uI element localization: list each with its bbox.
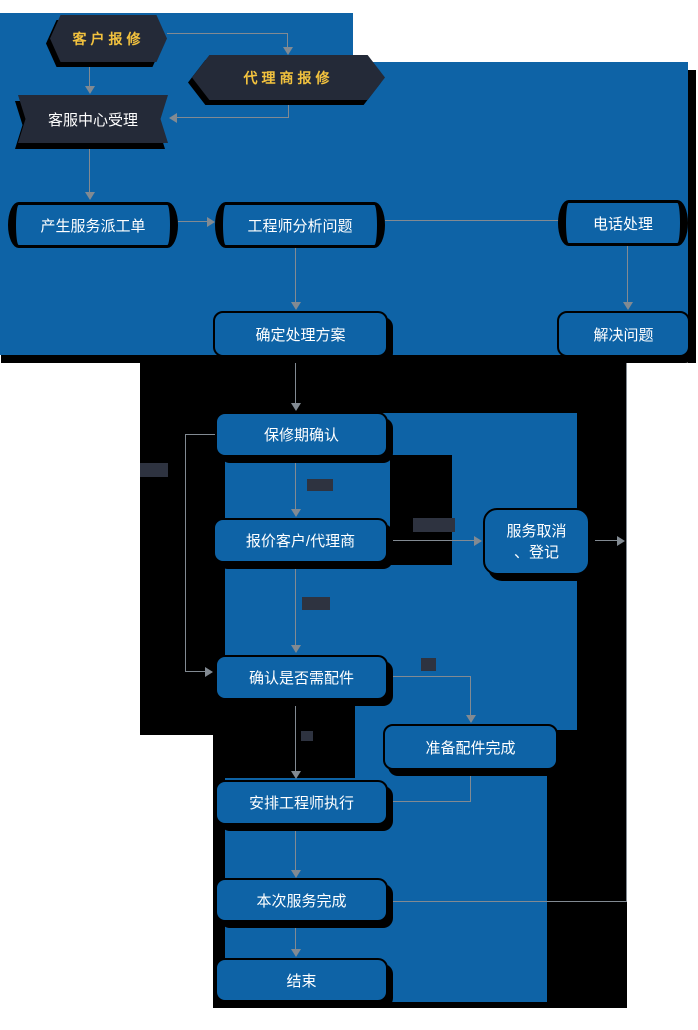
node-warranty-check-label: 保修期确认 — [263, 427, 339, 444]
branch-label-block-1 — [140, 463, 168, 477]
branch-label-block-4 — [302, 597, 330, 610]
node-engineer-analysis-label: 工程师分析问题 — [247, 217, 353, 235]
arrowhead-into-end — [291, 949, 301, 957]
node-warranty-check: 保修期确认 — [215, 412, 388, 457]
node-service-complete: 本次服务完成 — [215, 878, 388, 922]
connector-right-rail — [626, 357, 627, 902]
node-need-parts-check-label: 确认是否需配件 — [248, 670, 354, 687]
connector-complete-to-end — [295, 922, 296, 952]
connector-dispatch-to-analysis — [178, 221, 210, 222]
connector-loop-top — [185, 434, 215, 435]
node-service-complete-label: 本次服务完成 — [256, 892, 347, 910]
connector-complete-to-rail — [388, 901, 627, 902]
connector-loop-vertical — [185, 434, 186, 672]
connector-plan-to-warranty — [295, 357, 296, 406]
node-phone-handling-label: 电话处理 — [592, 215, 653, 233]
node-quote-customer-label: 报价客户/代理商 — [245, 533, 356, 550]
connector-parts-ready-to-assign — [390, 801, 470, 802]
background-bottom-edge — [9, 355, 140, 363]
arrowhead-into-plan — [291, 302, 301, 310]
node-customer-report-label: 客户报修 — [50, 15, 167, 62]
node-agent-report: 代理商报修 — [192, 55, 385, 100]
node-service-center: 客服中心受理 — [18, 95, 168, 143]
node-phone-handling: 电话处理 — [558, 200, 688, 246]
arrowhead-into-parts-ready — [466, 715, 476, 723]
connector-phone-to-solve — [627, 246, 628, 305]
node-engineer-analysis: 工程师分析问题 — [215, 202, 385, 248]
connector-assign-to-complete — [295, 825, 296, 873]
node-dispatch-order-label: 产生服务派工单 — [40, 217, 146, 235]
arrowhead-into-analysis — [207, 217, 215, 227]
connector-parts-check-to-assign — [295, 700, 296, 774]
background-right-shadow — [688, 70, 696, 363]
branch-label-block-6 — [301, 731, 313, 741]
arrowhead-into-complete — [291, 870, 301, 878]
connector-customer-to-agent-drop — [287, 33, 288, 49]
node-customer-report: 客户报修 — [50, 15, 167, 62]
connector-customer-to-center — [89, 62, 90, 90]
connector-center-to-dispatch — [89, 143, 90, 195]
node-solve-problem-label: 解决问题 — [593, 326, 654, 344]
node-need-parts-check: 确认是否需配件 — [215, 655, 388, 700]
connector-quote-to-parts-check — [295, 563, 296, 648]
connector-analysis-to-plan — [295, 248, 296, 305]
node-dispatch-order: 产生服务派工单 — [8, 202, 178, 248]
connector-loop-bottom — [185, 671, 207, 672]
connector-warranty-to-quote — [295, 457, 296, 513]
node-service-cancel: 服务取消 、登记 — [483, 508, 590, 575]
connector-cancel-out — [590, 540, 619, 541]
arrowhead-into-agent — [283, 47, 293, 55]
node-end: 结束 — [215, 958, 388, 1002]
node-service-center-label: 客服中心受理 — [18, 95, 168, 143]
node-solution-plan-label: 确定处理方案 — [255, 326, 346, 344]
node-solution-plan: 确定处理方案 — [213, 311, 388, 357]
branch-label-block-5 — [421, 658, 436, 671]
arrowhead-into-dispatch — [85, 192, 95, 200]
connector-analysis-to-phone — [385, 220, 558, 221]
node-agent-report-label: 代理商报修 — [192, 55, 385, 100]
connector-parts-ready-drop — [470, 770, 471, 802]
arrowhead-into-parts-check — [291, 645, 301, 653]
arrowhead-into-cancel — [474, 536, 482, 546]
connector-parts-check-drop — [470, 676, 471, 718]
background-column-low-right-a — [355, 610, 577, 730]
arrowhead-into-center — [85, 86, 95, 94]
arrowhead-into-warranty — [291, 403, 301, 411]
node-end-label: 结束 — [286, 972, 317, 990]
background-notch — [390, 455, 452, 565]
node-parts-ready-label: 准备配件完成 — [425, 739, 516, 757]
connector-customer-to-agent — [167, 33, 288, 34]
arrowhead-loop-into-parts-check — [205, 667, 213, 677]
connector-quote-to-cancel — [388, 540, 478, 541]
arrowhead-into-solve — [623, 302, 633, 310]
node-assign-engineer: 安排工程师执行 — [215, 780, 388, 825]
node-assign-engineer-label: 安排工程师执行 — [248, 795, 354, 812]
branch-label-block-2 — [307, 479, 333, 491]
node-service-cancel-label: 服务取消 、登记 — [506, 522, 567, 561]
branch-label-block-3 — [413, 518, 455, 532]
node-quote-customer: 报价客户/代理商 — [213, 518, 388, 563]
arrowhead-into-assign — [291, 771, 301, 779]
arrowhead-into-quote — [291, 509, 301, 517]
connector-parts-check-right — [388, 676, 470, 677]
connector-agent-drop — [288, 100, 289, 118]
node-parts-ready: 准备配件完成 — [383, 724, 558, 770]
node-solve-problem: 解决问题 — [557, 311, 690, 357]
connector-agent-to-center — [176, 117, 289, 118]
arrowhead-cancel-to-rail — [617, 536, 625, 546]
arrowhead-into-center-right — [169, 113, 177, 123]
